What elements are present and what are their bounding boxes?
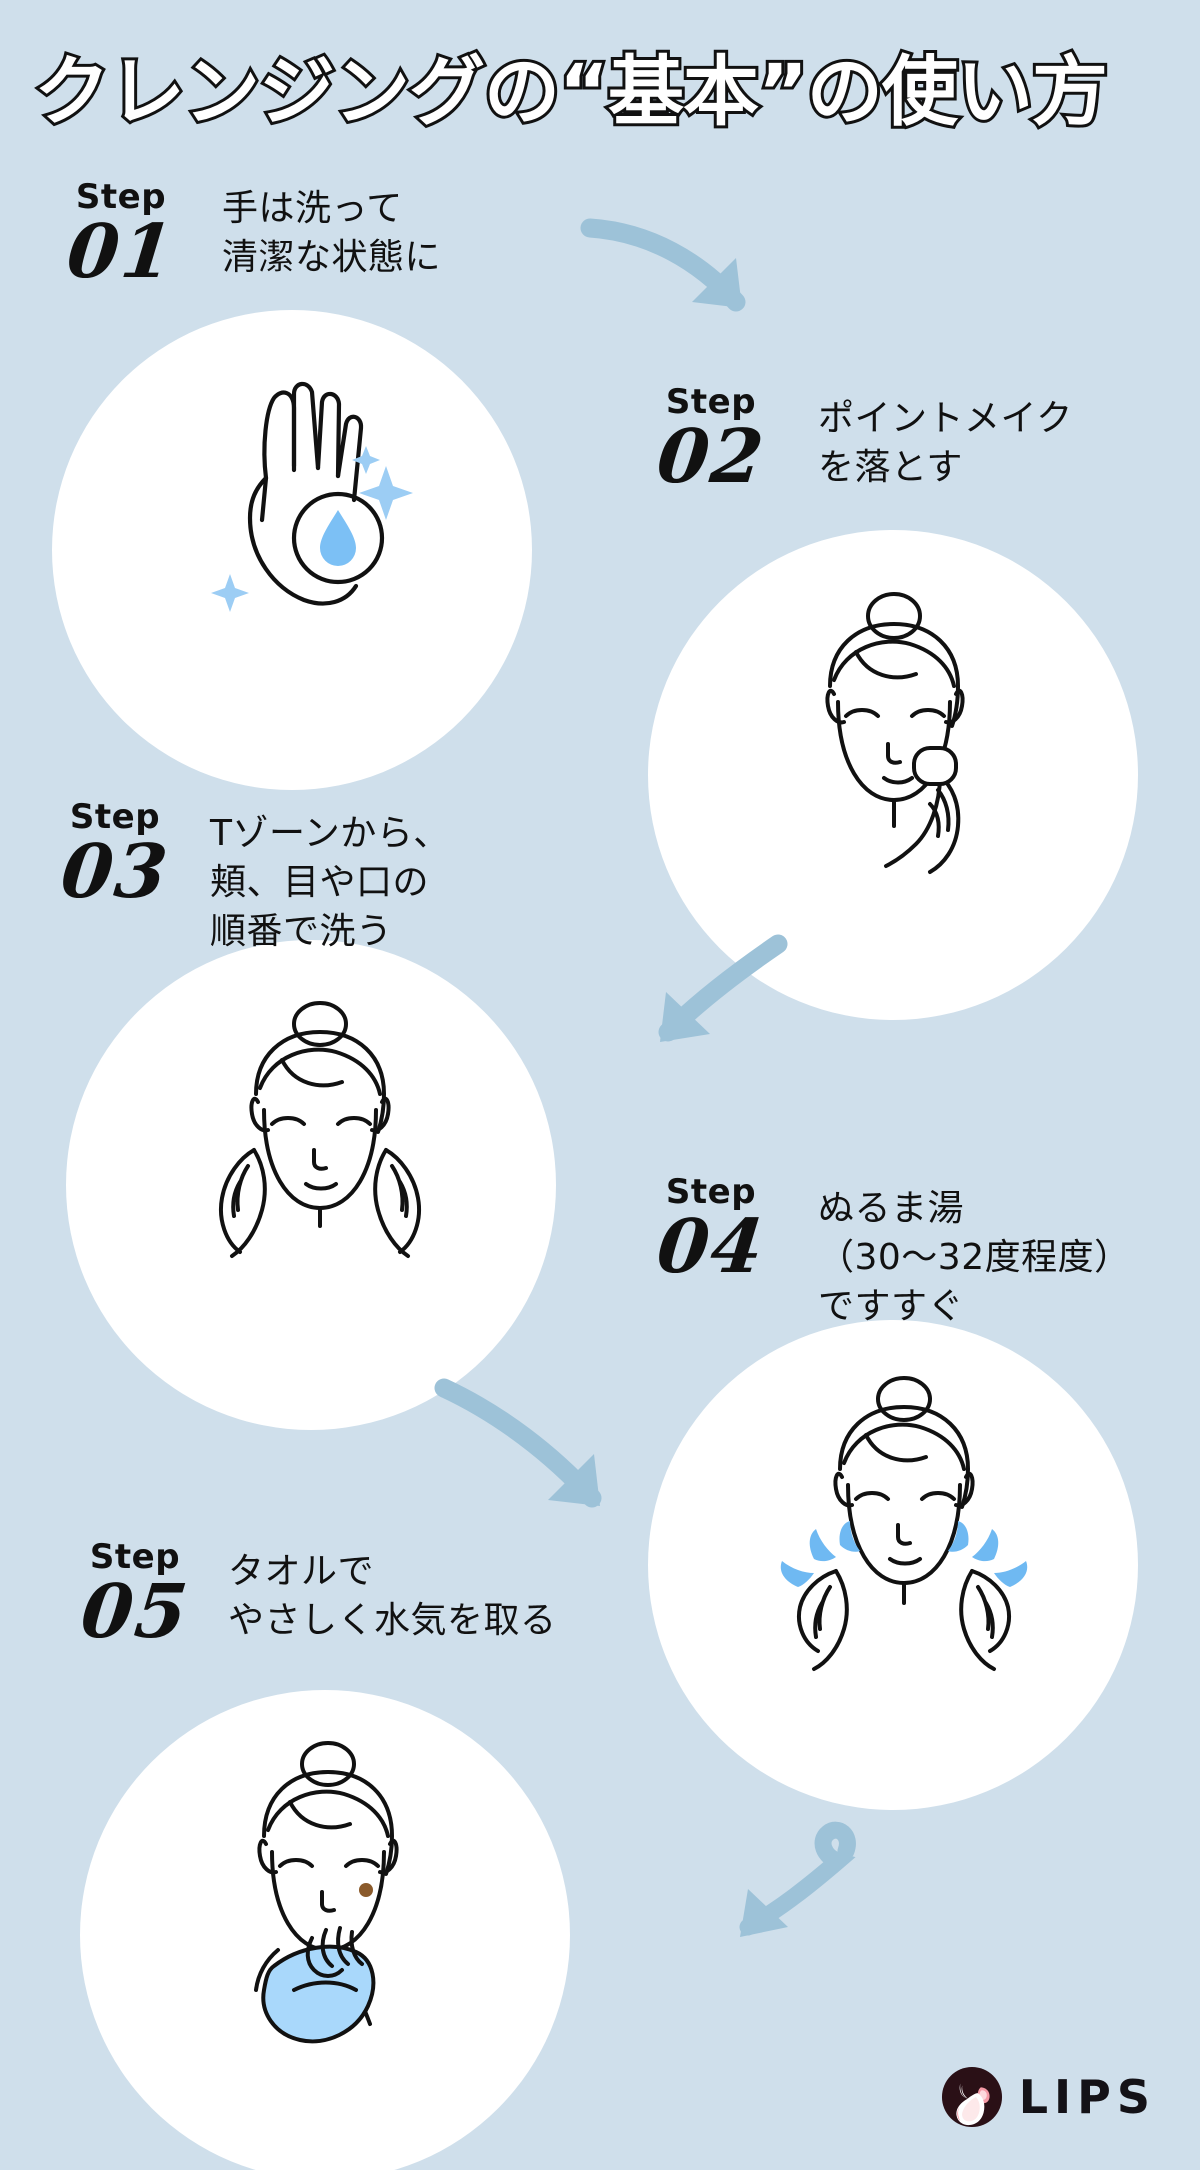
step-5-word: Step (89, 1537, 181, 1577)
step-5-illustration (254, 1741, 399, 2044)
step-2-illustration (825, 592, 965, 874)
step-3-label: Step 03 (40, 797, 190, 915)
step-5-text: タオルで やさしく水気を取る (228, 1551, 557, 1641)
step-3-text: Tゾーンから、 頬、目や口の 順番で洗う (210, 813, 450, 952)
arrow-step2-to-step3 (658, 934, 788, 1042)
arrow-step3-to-step4 (434, 1378, 602, 1508)
step-2-label: Step 02 (636, 382, 786, 500)
step-5-number: 05 (77, 1569, 194, 1655)
arrow-step4-to-step5 (739, 1821, 856, 1937)
step-3-number: 03 (57, 829, 174, 915)
step-1-number: 01 (63, 209, 180, 295)
step-1-circle (52, 310, 532, 790)
step-3-illustration (219, 1001, 421, 1258)
step-1-text: 手は洗って 清潔な状態に (222, 188, 442, 278)
step-2-circle (648, 530, 1138, 1020)
step-4-number: 04 (653, 1204, 770, 1290)
step-4-text: ぬるま湯 （30〜32度程度） ですすぐ (818, 1188, 1131, 1327)
step-1-word: Step (75, 177, 167, 217)
step-2-text: ポイントメイク を落とす (818, 398, 1073, 488)
step-1-label: Step 01 (46, 177, 196, 295)
lips-logo: LIPS (941, 2066, 1156, 2128)
step-4-word: Step (665, 1172, 757, 1212)
step-3-word: Step (69, 797, 161, 837)
step-4-circle (648, 1320, 1138, 1810)
step-5-label: Step 05 (60, 1537, 210, 1655)
lips-logo-text: LIPS (1018, 2070, 1156, 2124)
page-title: クレンジングの“基本”の使い方 (31, 44, 1111, 139)
step-2-number: 02 (653, 414, 770, 500)
arrow-step1-to-step2 (580, 218, 746, 312)
step-1-illustration (211, 381, 413, 612)
step-2-word: Step (665, 382, 757, 422)
step-4-label: Step 04 (636, 1172, 786, 1290)
deer-head-logo-icon (941, 2066, 1002, 2128)
step-4-illustration (780, 1376, 1028, 1671)
